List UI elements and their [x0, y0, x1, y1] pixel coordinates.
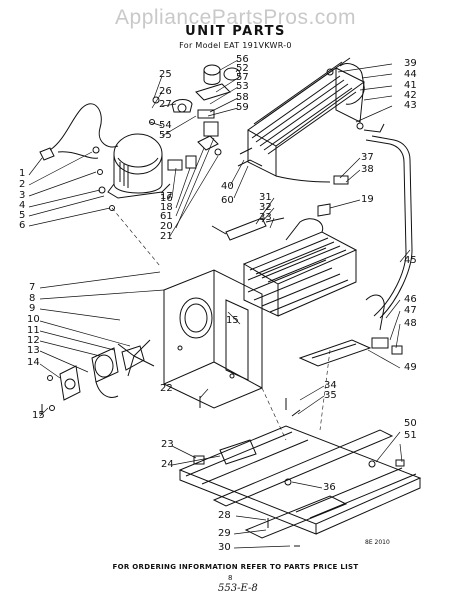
callout-21: 21 — [160, 231, 173, 242]
screws — [41, 396, 301, 547]
callout-39: 39 — [404, 58, 417, 69]
dashed-guide-lines — [111, 207, 331, 441]
callout-29: 29 — [218, 528, 231, 539]
callout-52: 52 — [236, 63, 249, 74]
figure-code: 8E 2010 — [365, 539, 390, 546]
callout-57: 57 — [236, 72, 249, 83]
callout-17: 17 — [160, 191, 173, 202]
callout-23: 23 — [161, 439, 174, 450]
callout-7: 7 — [29, 282, 36, 293]
leader-lines — [28, 59, 411, 549]
handwritten-note: 553-E-8 — [218, 583, 258, 594]
watermark: AppliancePartsPros.com — [115, 6, 356, 29]
callout-27: 27 — [159, 99, 172, 110]
callout-28: 28 — [218, 510, 231, 521]
callout-15-shroud: 15 — [226, 315, 239, 326]
callout-49: 49 — [404, 362, 417, 373]
callout-10: 10 — [27, 314, 40, 325]
callout-9: 9 — [29, 303, 36, 314]
callout-43: 43 — [404, 100, 417, 111]
callout-56: 56 — [236, 54, 249, 65]
callout-33: 33 — [259, 212, 272, 223]
callout-61: 61 — [160, 211, 173, 222]
callout-24: 24 — [161, 459, 174, 470]
callout-16: 16 — [160, 193, 173, 204]
callout-36: 36 — [323, 482, 336, 493]
callout-31: 31 — [259, 192, 272, 203]
condenser-coil — [237, 57, 385, 177]
callout-12: 12 — [27, 335, 40, 346]
callout-8: 8 — [29, 293, 36, 304]
callout-50: 50 — [404, 418, 417, 429]
callout-11: 11 — [27, 325, 40, 336]
refrigerant-tube — [365, 135, 413, 319]
callout-32: 32 — [259, 202, 272, 213]
callout-14: 14 — [27, 357, 40, 368]
callout-41: 41 — [404, 80, 417, 91]
callout-45: 45 — [404, 255, 417, 266]
callout-30: 30 — [218, 542, 231, 553]
fan-motor — [47, 339, 155, 411]
callout-18: 18 — [160, 202, 173, 213]
callout-60: 60 — [221, 195, 234, 206]
page-title: UNIT PARTS — [185, 24, 286, 39]
callout-20: 20 — [160, 221, 173, 232]
fan-shroud — [163, 269, 263, 409]
callout-15: 15 — [32, 410, 45, 421]
callout-34: 34 — [324, 380, 337, 391]
evaporator-coil — [242, 218, 358, 317]
model-subtitle: For Model EAT 191VKWR-0 — [179, 41, 292, 50]
callout-54: 54 — [159, 120, 172, 131]
callout-40: 40 — [221, 181, 234, 192]
callout-53: 53 — [236, 81, 249, 92]
page-number: 8 — [228, 574, 233, 582]
power-cord — [39, 103, 119, 161]
callout-48: 48 — [404, 318, 417, 329]
callout-44: 44 — [404, 69, 417, 80]
callout-5: 5 — [19, 210, 26, 221]
callout-3: 3 — [19, 190, 26, 201]
callout-47: 47 — [404, 305, 417, 316]
callout-59: 59 — [236, 102, 249, 113]
relay-parts — [167, 121, 222, 171]
callout-13: 13 — [27, 345, 40, 356]
ordering-footer: FOR ORDERING INFORMATION REFER TO PARTS … — [112, 563, 359, 571]
callout-22: 22 — [160, 383, 173, 394]
callout-26: 26 — [159, 86, 172, 97]
callout-25: 25 — [159, 69, 172, 80]
callout-6: 6 — [19, 220, 26, 231]
callout-58: 58 — [236, 92, 249, 103]
callout-38: 38 — [361, 164, 374, 175]
callout-35: 35 — [324, 390, 337, 401]
callout-19: 19 — [361, 194, 374, 205]
compressor — [92, 133, 171, 211]
callout-51: 51 — [404, 430, 417, 441]
callout-4: 4 — [19, 200, 26, 211]
callout-42: 42 — [404, 90, 417, 101]
callout-1: 1 — [19, 168, 26, 179]
drier-tubing — [211, 175, 349, 241]
callout-37: 37 — [361, 152, 374, 163]
drain-pan — [298, 294, 403, 367]
callout-55: 55 — [159, 130, 172, 141]
base-frame — [178, 425, 422, 539]
callout-46: 46 — [404, 294, 417, 305]
callout-2: 2 — [19, 179, 26, 190]
